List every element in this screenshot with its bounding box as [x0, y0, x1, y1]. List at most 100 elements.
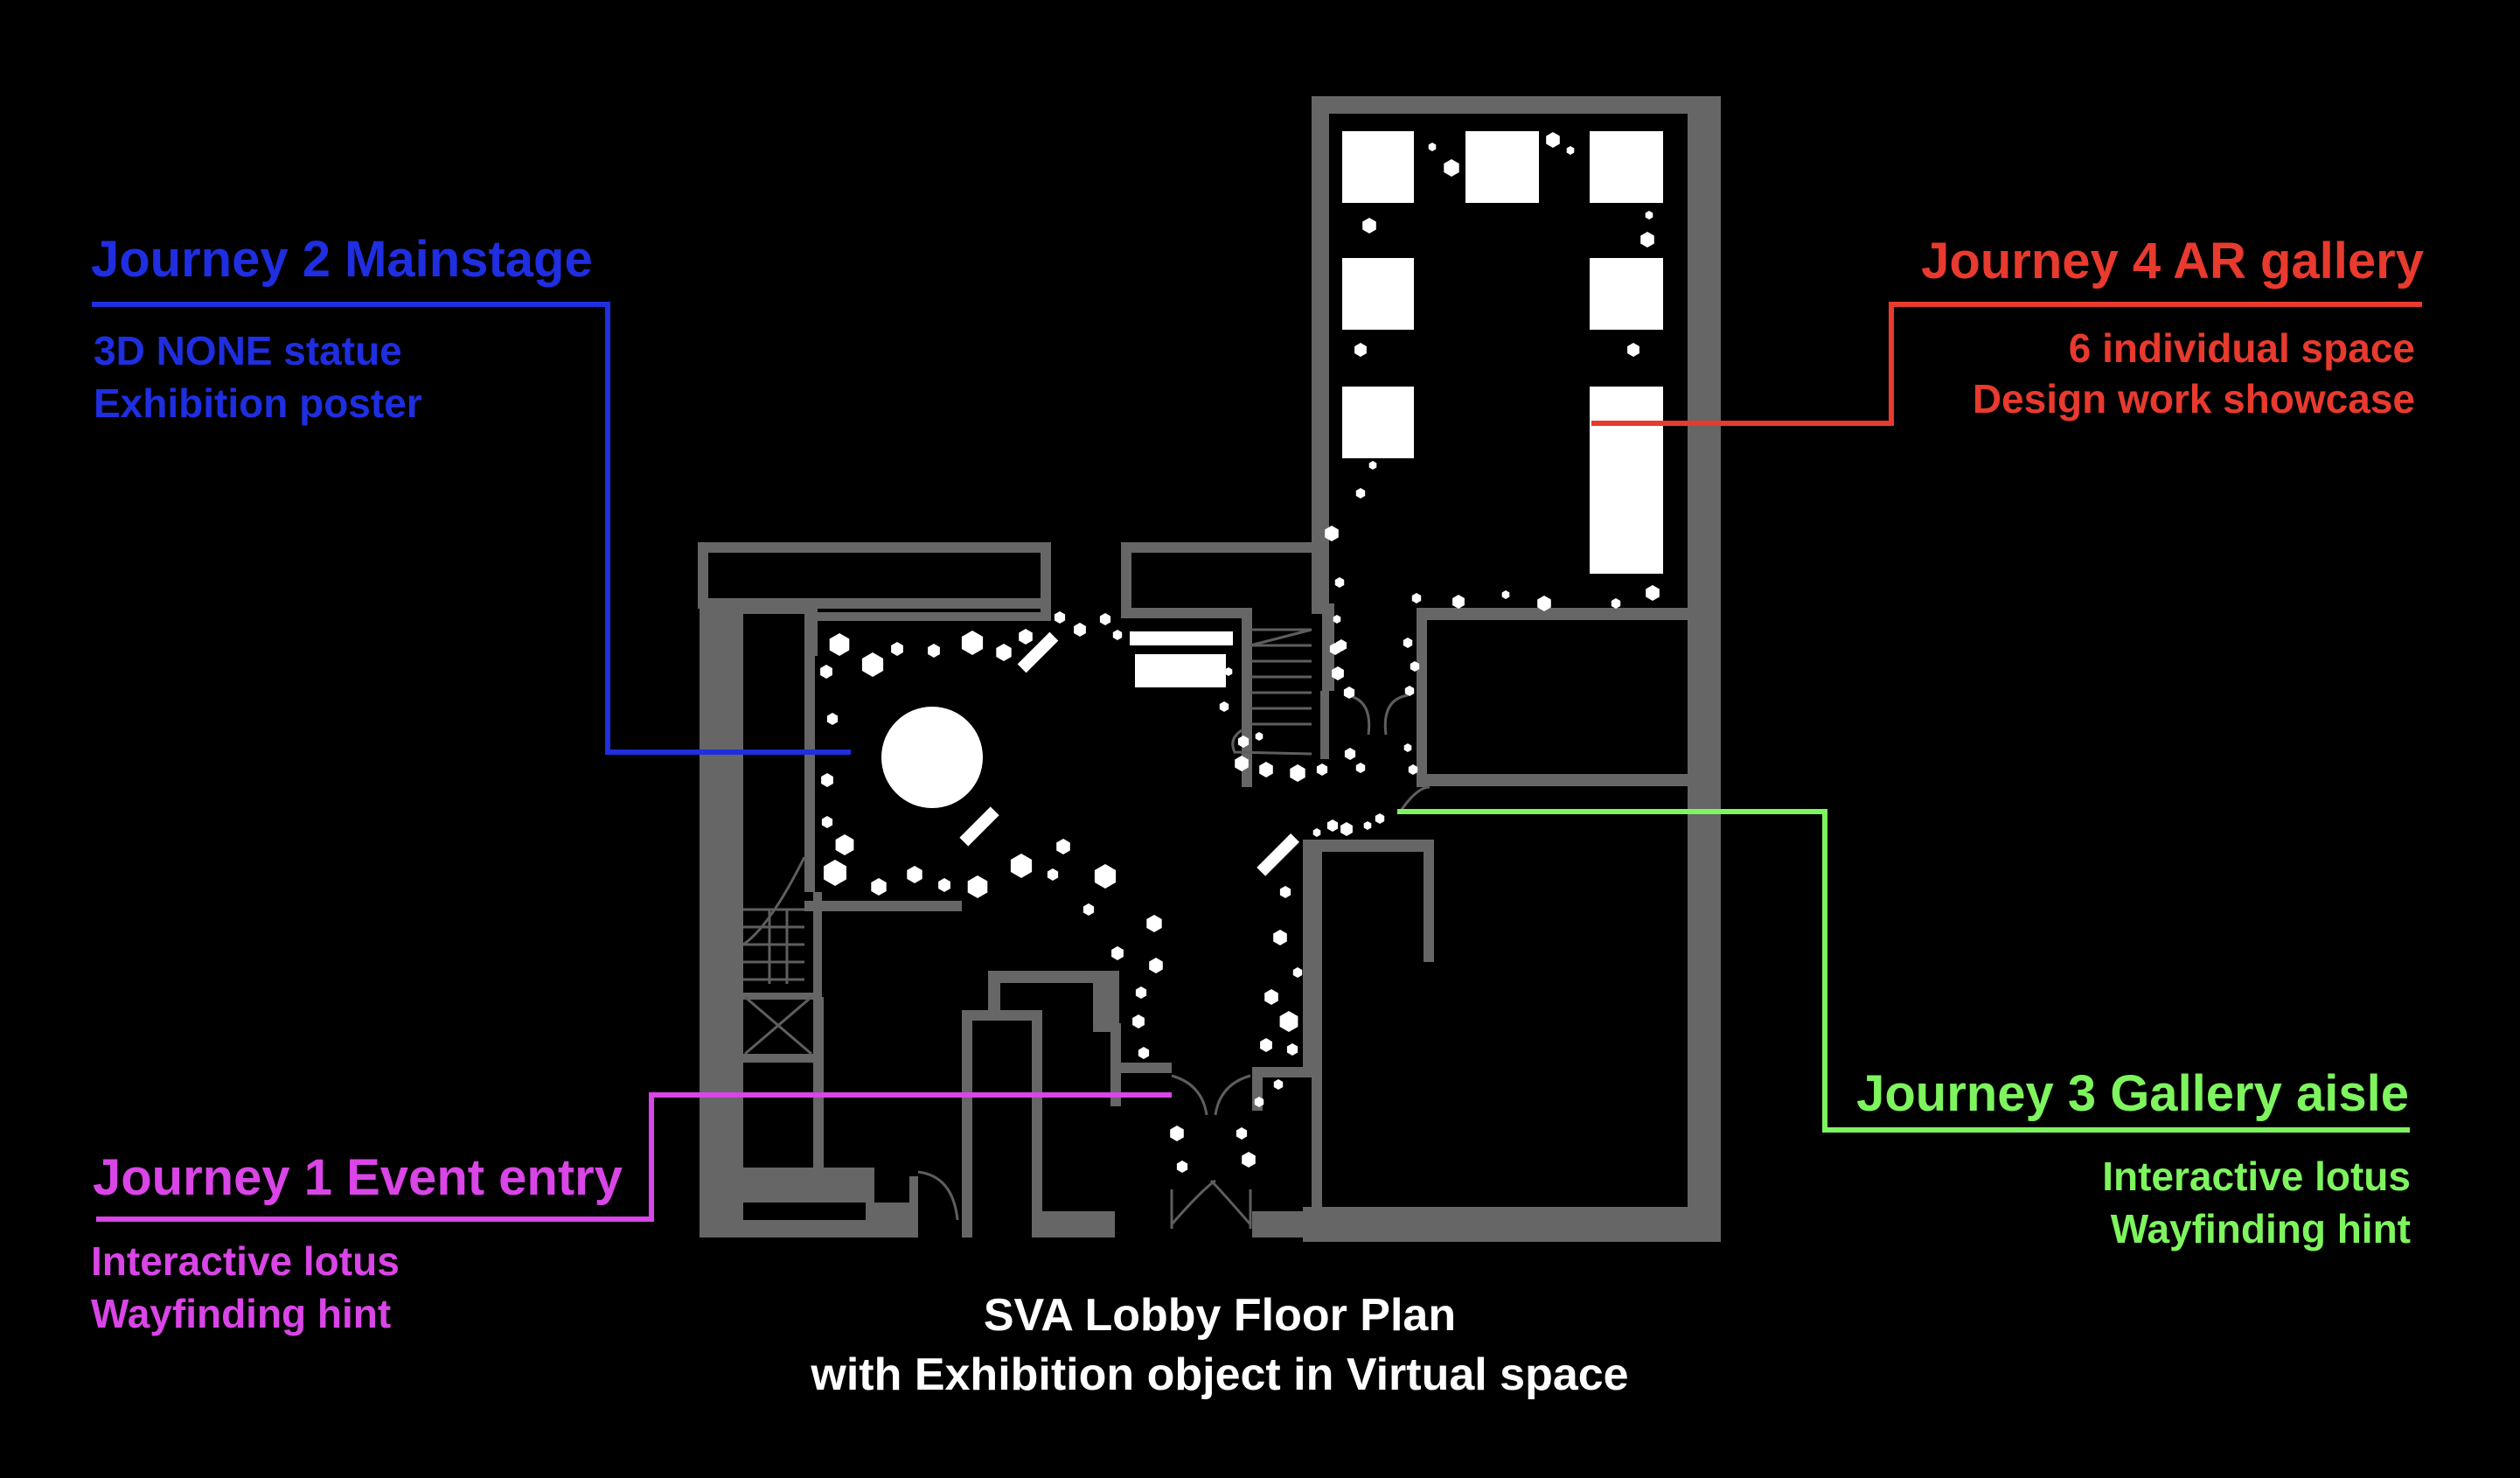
- lotus-marker: [1219, 701, 1229, 712]
- lotus-marker: [829, 633, 850, 656]
- lotus-marker: [1354, 343, 1367, 357]
- lotus-marker: [820, 665, 832, 679]
- lotus-marker: [1264, 989, 1278, 1005]
- lotus-marker: [1054, 611, 1066, 624]
- lotus-marker: [1333, 615, 1341, 624]
- lotus-marker: [1375, 813, 1385, 824]
- exhibition-objects: [881, 131, 1663, 876]
- lotus-marker: [1334, 577, 1345, 588]
- lotus-marker: [1170, 1126, 1184, 1141]
- lotus-marker: [1235, 756, 1249, 771]
- journey-2-line-2: Exhibition poster: [94, 380, 422, 426]
- lotus-marker: [1368, 461, 1377, 470]
- journey-2-line-1: 3D NONE statue: [94, 328, 402, 373]
- lotus-marker: [1224, 667, 1233, 676]
- lotus-marker: [821, 816, 833, 828]
- walls: [698, 96, 1721, 1242]
- lotus-marker: [1176, 1161, 1188, 1173]
- lotus-marker: [1611, 598, 1621, 609]
- lotus-marker: [1537, 596, 1551, 611]
- lotus-marker: [1242, 1152, 1256, 1168]
- lotus-marker: [1355, 763, 1366, 773]
- lotus-marker: [1082, 903, 1095, 916]
- poster-table: [1135, 654, 1226, 687]
- lotus-marker: [1112, 630, 1123, 640]
- lotus-marker: [1132, 1014, 1145, 1028]
- journey-4-line-2: Design work showcase: [1972, 376, 2415, 422]
- lotus-marker: [821, 773, 833, 787]
- lotus-marker: [835, 834, 854, 855]
- lotus-marker: [1403, 638, 1413, 648]
- lotus-marker: [1074, 623, 1086, 637]
- lotus-marker: [1316, 763, 1328, 776]
- lotus-marker: [861, 652, 884, 677]
- journey-4-line-1: 6 individual space: [2068, 325, 2415, 371]
- lotus-marker: [871, 878, 887, 896]
- lotus-marker: [1260, 1038, 1272, 1052]
- lotus-marker: [1149, 958, 1163, 973]
- journey-3-line-1: Interactive lotus: [2102, 1154, 2411, 1199]
- lotus-marker: [1135, 986, 1147, 999]
- journey-1-line-2: Wayfinding hint: [91, 1291, 392, 1336]
- lotus-marker: [1237, 736, 1250, 748]
- lotus-marker: [1047, 868, 1059, 881]
- lotus-marker: [1279, 886, 1291, 898]
- lotus-marker: [1146, 915, 1162, 932]
- poster-panel-1: [1017, 631, 1059, 673]
- gallery-space-5: [1590, 258, 1663, 330]
- lotus-marker: [1428, 143, 1437, 151]
- lotus-marker: [1259, 762, 1273, 777]
- lotus-marker: [1363, 821, 1372, 830]
- journey-leaders: [92, 302, 2422, 1222]
- lotus-marker: [1279, 1011, 1298, 1032]
- lotus-marker: [1340, 822, 1353, 836]
- lotus-marker: [1312, 828, 1321, 837]
- lotus-marker: [1010, 854, 1033, 878]
- journey-1-title: Journey 1 Event entry: [93, 1149, 623, 1206]
- lotus-marker: [1255, 732, 1263, 741]
- lotus-marker: [1404, 686, 1415, 696]
- lotus-marker: [1329, 643, 1341, 655]
- lotus-marker: [1290, 764, 1305, 782]
- journey-3-title: Journey 3 Gallery aisle: [1856, 1065, 2409, 1122]
- gallery-space-1: [1342, 131, 1414, 203]
- lotus-marker: [1273, 1079, 1284, 1090]
- lotus-marker: [1286, 1043, 1298, 1056]
- lotus-marker: [967, 875, 988, 898]
- lotus-marker: [1408, 764, 1418, 775]
- lotus-marker: [928, 644, 940, 658]
- lotus-marker: [1362, 218, 1376, 234]
- lotus-marker: [1355, 488, 1366, 498]
- journey-4-title: Journey 4 AR gallery: [1921, 233, 2424, 289]
- lotus-marker: [826, 713, 839, 725]
- lotus-marker: [996, 644, 1012, 661]
- lotus-marker: [1635, 458, 1646, 469]
- poster-table-top: [1130, 631, 1233, 645]
- lotus-marker: [1236, 1127, 1248, 1140]
- lotus-marker: [1099, 613, 1111, 625]
- journey-2-leader: [92, 302, 851, 755]
- lotus-marker: [938, 878, 950, 892]
- gallery-space-6: [1342, 387, 1414, 458]
- lotus-marker: [1640, 232, 1654, 247]
- lotus-marker: [1444, 159, 1459, 177]
- lotus-marker: [1273, 930, 1287, 945]
- lotus-marker: [1094, 864, 1117, 889]
- lotus-marker: [1325, 526, 1339, 541]
- journey-1-leader: [96, 1092, 1172, 1222]
- poster-panel-3: [1257, 833, 1300, 876]
- none-statue: [881, 707, 983, 808]
- lotus-marker: [1546, 132, 1560, 148]
- journey-2-title: Journey 2 Mainstage: [91, 231, 593, 288]
- poster-panel-2: [959, 806, 999, 847]
- lotus-marker: [1345, 387, 1355, 397]
- lotus-marker: [1627, 343, 1639, 357]
- lotus-marker: [1326, 819, 1339, 832]
- lotus-marker: [1646, 585, 1660, 601]
- lotus-marker: [1403, 743, 1412, 752]
- lotus-marker: [1019, 629, 1033, 645]
- lotus-marker: [1344, 748, 1356, 760]
- detail-lines: [742, 628, 1431, 1229]
- lotus-marker: [1566, 146, 1575, 155]
